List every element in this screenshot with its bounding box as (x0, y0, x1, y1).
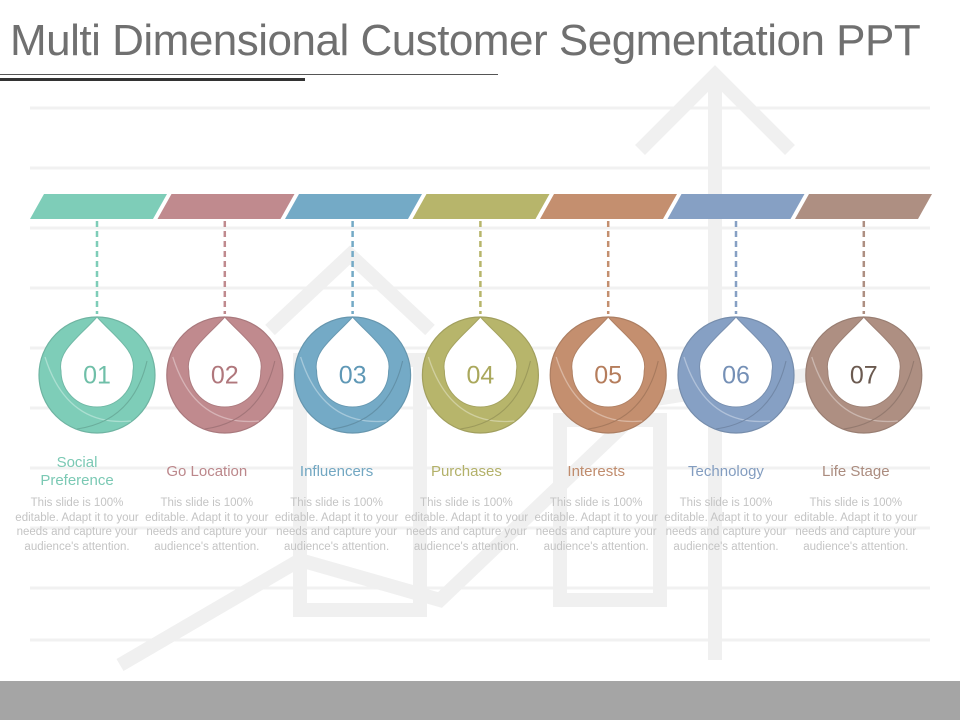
timeline-bar-segment-06 (667, 194, 805, 219)
ring-inner-teardrop-03 (315, 316, 390, 408)
ring-swirl-arc-02 (204, 360, 276, 430)
segment-label-04: Purchases (430, 463, 502, 480)
ring-swirl-arc-04 (427, 356, 515, 423)
timeline-bar-segment-05 (540, 194, 677, 219)
segment-ring-02: 02 (166, 316, 284, 434)
segment-description-07: This slide is 100% editable. Adapt it to… (794, 497, 918, 553)
timeline-bar-segment-04 (412, 194, 550, 219)
timeline-bar-segment-03 (285, 194, 422, 219)
segment-number-03: 03 (339, 362, 367, 390)
ring-swirl-arc-06 (683, 356, 771, 423)
segment-number-01: 01 (83, 362, 111, 390)
timeline-bar-segment-07 (795, 194, 932, 219)
ring-swirl-arc-01 (44, 356, 132, 423)
title-underline-thick (0, 78, 305, 81)
ring-swirl-arc-05 (588, 360, 659, 430)
segment-ring-01: 01 (38, 316, 156, 434)
segment-description-05: This slide is 100% editable. Adapt it to… (534, 497, 658, 553)
ring-swirl-arc-07 (811, 356, 898, 423)
segment-description-03: This slide is 100% editable. Adapt it to… (274, 497, 399, 553)
segment-ring-04: 04 (421, 316, 539, 434)
timeline-bar-segment-02 (157, 194, 295, 219)
segment-label-01: Social Preference (40, 454, 114, 489)
segment-ring-03: 03 (294, 316, 412, 434)
title-underline-thin (0, 74, 498, 75)
ring-swirl-arc-06 (715, 360, 787, 430)
ring-inner-teardrop-05 (571, 316, 646, 408)
ring-swirl-arc-05 (555, 356, 643, 423)
ring-inner-teardrop-06 (699, 316, 773, 408)
segment-description-02: This slide is 100% editable. Adapt it to… (145, 497, 269, 553)
segment-label-07: Life Stage (822, 463, 890, 480)
ring-swirl-arc-03 (332, 360, 404, 430)
segment-number-06: 06 (722, 362, 750, 390)
segment-label-06: Technology (688, 463, 764, 480)
segment-ring-06: 06 (677, 316, 795, 434)
ring-swirl-arc-04 (460, 360, 531, 430)
ring-inner-teardrop-04 (443, 316, 518, 408)
segment-label-05: Interests (567, 463, 625, 480)
segment-description-06: This slide is 100% editable. Adapt it to… (664, 497, 788, 553)
segment-number-05: 05 (594, 362, 622, 390)
segment-description-01: This slide is 100% editable. Adapt it to… (15, 497, 139, 553)
ring-swirl-arc-07 (843, 360, 915, 430)
ring-inner-teardrop-07 (826, 316, 901, 408)
segment-ring-05: 05 (549, 316, 667, 434)
ring-swirl-arc-03 (299, 356, 387, 423)
segment-ring-07: 07 (805, 316, 923, 434)
ring-inner-teardrop-01 (60, 316, 134, 408)
segment-description-04: This slide is 100% editable. Adapt it to… (404, 497, 529, 553)
ring-swirl-arc-01 (76, 360, 148, 430)
timeline-bar-segment-01 (30, 194, 167, 219)
page-title: Multi Dimensional Customer Segmentation … (10, 16, 921, 65)
segment-number-04: 04 (466, 362, 494, 390)
segment-label-03: Influencers (299, 463, 374, 480)
ring-swirl-arc-02 (172, 356, 259, 423)
segment-number-07: 07 (850, 362, 878, 390)
ring-inner-teardrop-02 (187, 316, 262, 408)
footer-bar (0, 681, 960, 720)
segment-label-02: Go Location (166, 463, 248, 480)
segment-number-02: 02 (211, 362, 239, 390)
